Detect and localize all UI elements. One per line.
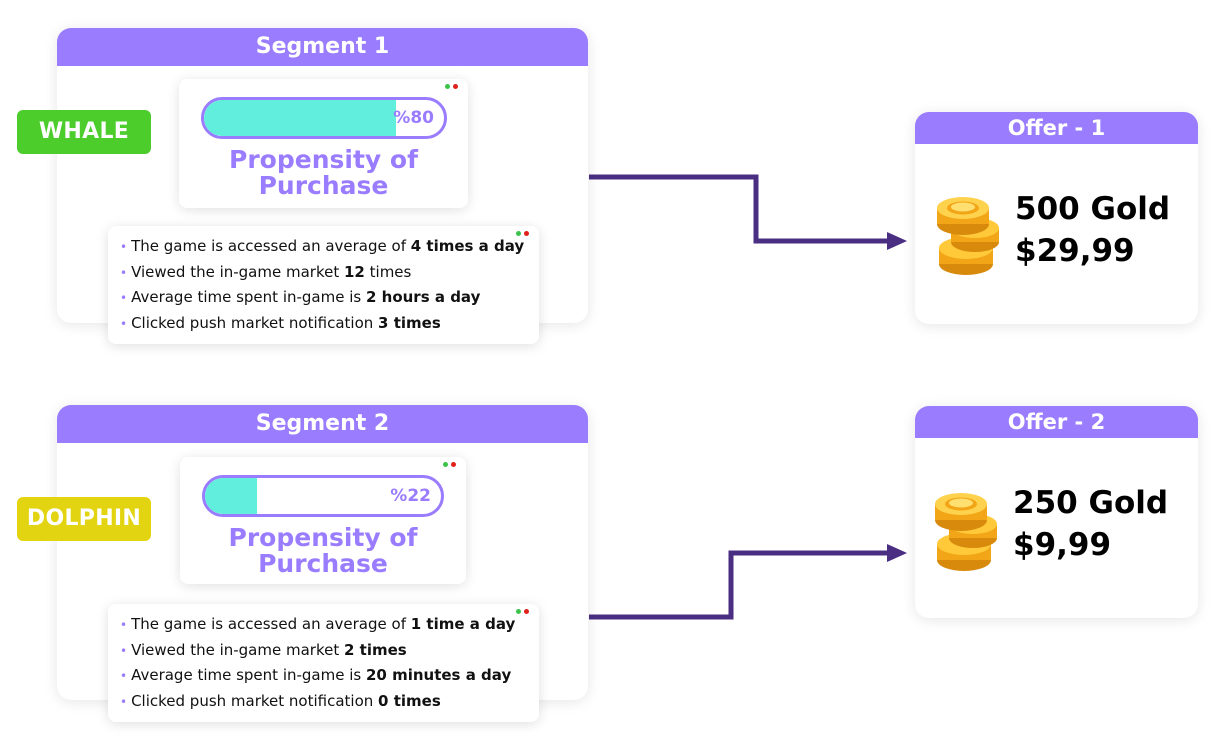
- segment-tag-dolphin: DOLPHIN: [17, 497, 151, 541]
- stat-item: •The game is accessed an average of 1 ti…: [120, 615, 516, 633]
- offer-amount-2: 250 Gold: [1013, 485, 1169, 521]
- stat-item: •Viewed the in-game market 2 times: [120, 640, 407, 659]
- offer-title-2: Offer - 2: [915, 406, 1198, 438]
- stat-item: •Viewed the in-game market 12 times: [120, 262, 412, 281]
- segment-title-2: Segment 2: [57, 405, 588, 443]
- stat-item: •Clicked push market notification 3 time…: [120, 313, 441, 332]
- stat-item: •Average time spent in-game is 2 hours a…: [120, 288, 481, 306]
- propensity-bar-2: %22: [202, 475, 444, 517]
- offer-card-1: Offer - 1 500 Gold $29,99: [915, 112, 1198, 324]
- propensity-fill-2: [205, 478, 257, 514]
- stat-item: •Average time spent in-game is 20 minute…: [120, 666, 512, 684]
- propensity-title-2: Propensity of Purchase: [180, 525, 466, 577]
- stat-item: •Clicked push market notification 0 time…: [120, 691, 441, 710]
- propensity-card-2: %22 Propensity of Purchase: [180, 457, 466, 584]
- offer-amount-1: 500 Gold: [1015, 191, 1171, 227]
- propensity-card-1: %80 Propensity of Purchase: [179, 79, 468, 208]
- offer-price-1: $29,99: [1015, 233, 1135, 269]
- stats-list-2: •The game is accessed an average of 1 ti…: [120, 612, 529, 714]
- window-dots: [516, 609, 529, 614]
- arrowhead-2: [887, 544, 907, 562]
- propensity-title-1: Propensity of Purchase: [179, 147, 468, 199]
- window-dots: [445, 84, 458, 89]
- stats-list-1: •The game is accessed an average of 4 ti…: [120, 234, 529, 336]
- arrowhead-1: [887, 232, 907, 250]
- offer-title-1: Offer - 1: [915, 112, 1198, 144]
- segment-title-1: Segment 1: [57, 28, 588, 66]
- window-dots: [516, 231, 529, 236]
- segment-details-1: •The game is accessed an average of 4 ti…: [108, 226, 539, 344]
- arrow-segment2-offer2: [589, 550, 890, 620]
- propensity-title-line1: Propensity of: [229, 145, 418, 174]
- offer-price-2: $9,99: [1013, 527, 1112, 563]
- gold-coins-icon: [935, 493, 997, 571]
- propensity-bar-1: %80: [201, 97, 447, 139]
- propensity-fill-1: [204, 100, 396, 136]
- propensity-title-line2: Purchase: [258, 171, 389, 200]
- segment-tag-whale: WHALE: [17, 110, 151, 154]
- stat-item: •The game is accessed an average of 4 ti…: [120, 237, 525, 255]
- propensity-value-2: %22: [390, 486, 431, 506]
- arrow-segment1-offer1: [589, 174, 890, 244]
- propensity-title-line1: Propensity of: [228, 523, 418, 552]
- gold-coins-icon: [937, 197, 999, 275]
- window-dots: [443, 462, 456, 467]
- segment-details-2: •The game is accessed an average of 1 ti…: [108, 604, 539, 722]
- propensity-title-line2: Purchase: [258, 549, 388, 578]
- propensity-value-1: %80: [393, 108, 434, 128]
- offer-card-2: Offer - 2 250 Gold $9,99: [915, 406, 1198, 618]
